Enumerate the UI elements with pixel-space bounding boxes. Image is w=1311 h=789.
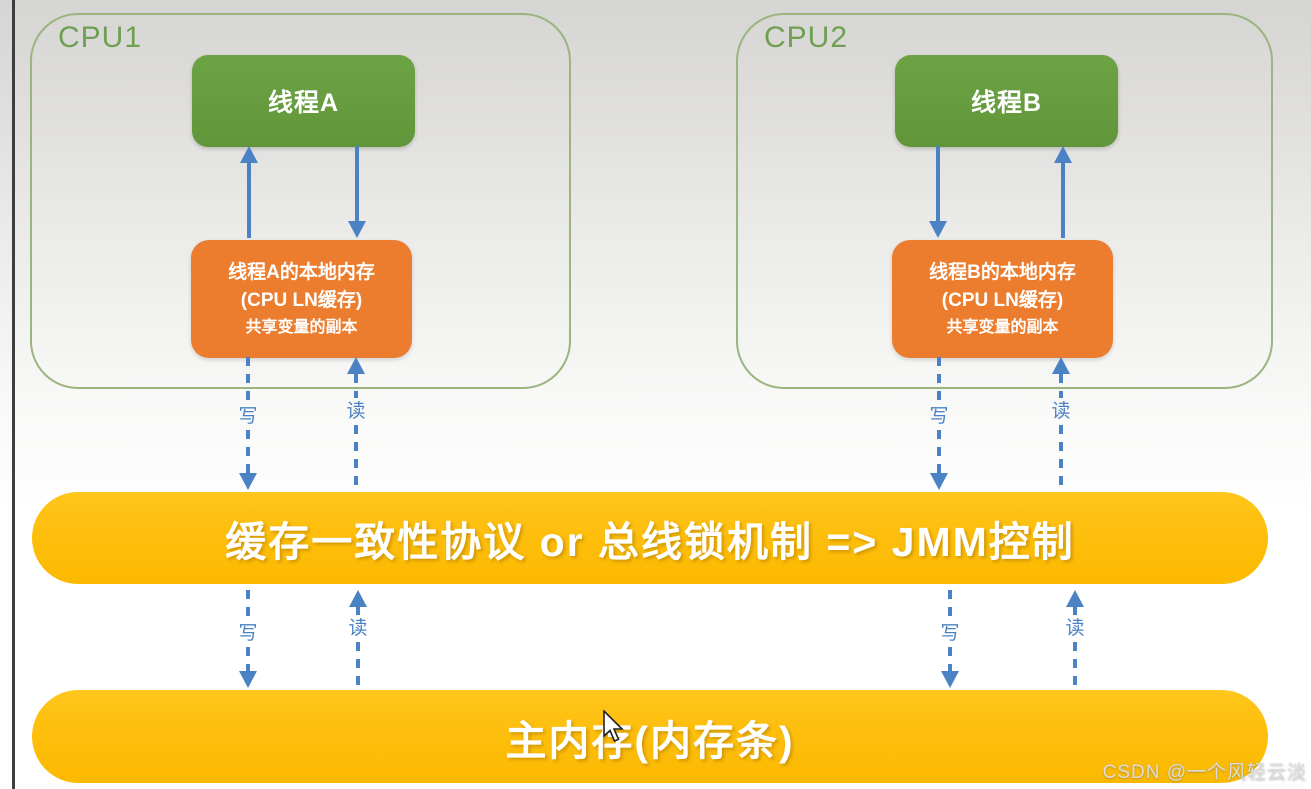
write-label: 写	[238, 406, 258, 427]
arrowhead-up-icon	[240, 146, 258, 163]
local-memory-b-line1: 线程B的本地内存	[929, 261, 1076, 283]
arrow-write-thread-b-to-localmem-b	[929, 146, 947, 238]
thread-a-label: 线程A	[267, 89, 340, 117]
arrowhead-up-icon	[1066, 590, 1084, 607]
arrowhead-up-icon	[1054, 146, 1072, 163]
arrow-read-localmem-b-to-thread-b	[1054, 146, 1072, 238]
dashed-arrow-write-bus-to-mainmem-right: 写	[940, 590, 960, 688]
mouse-cursor-icon	[603, 709, 627, 749]
local-memory-a-box: 线程A的本地内存 (CPU LN缓存) 共享变量的副本	[191, 240, 412, 358]
write-label: 写	[238, 623, 258, 644]
local-memory-a-line3: 共享变量的副本	[245, 318, 358, 336]
dashed-arrow-read-mainmem-to-bus-left: 读	[348, 590, 368, 688]
arrow-read-localmem-a-to-thread-a	[240, 146, 258, 238]
dashed-arrow-read-bus-to-localmem-b: 读	[1051, 357, 1071, 490]
arrow-write-thread-a-to-localmem-a	[348, 146, 366, 238]
local-memory-a-line1: 线程A的本地内存	[228, 261, 375, 283]
cpu1-label: CPU1	[58, 21, 143, 54]
main-memory-bar-label: 主内存(内存条)	[505, 717, 795, 764]
main-memory-bar: 主内存(内存条)	[32, 690, 1268, 783]
watermark: CSDN @一个风轻云淡	[1102, 762, 1307, 783]
write-label: 写	[929, 406, 949, 427]
left-border-line	[12, 0, 15, 789]
read-label: 读	[1051, 401, 1071, 422]
read-label: 读	[1065, 618, 1085, 639]
dashed-arrow-write-bus-to-mainmem-left: 写	[238, 590, 258, 688]
local-memory-b-box: 线程B的本地内存 (CPU LN缓存) 共享变量的副本	[892, 240, 1113, 358]
cpu2-panel: CPU2 线程B 线程B的本地内存 (CPU LN缓存) 共享变量的副本	[736, 13, 1273, 389]
arrowhead-up-icon	[1052, 357, 1070, 374]
dashed-arrow-read-bus-to-localmem-a: 读	[346, 357, 366, 490]
thread-b-box: 线程B	[895, 55, 1118, 147]
dashed-arrow-read-mainmem-to-bus-right: 读	[1065, 590, 1085, 688]
arrowhead-down-icon	[930, 473, 948, 490]
write-label: 写	[940, 623, 960, 644]
arrowhead-down-icon	[941, 671, 959, 688]
arrowhead-up-icon	[347, 357, 365, 374]
bus-protocol-bar: 缓存一致性协议 or 总线锁机制 => JMM控制	[32, 492, 1268, 584]
arrowhead-down-icon	[929, 221, 947, 238]
cpu1-panel: CPU1 线程A 线程A的本地内存 (CPU LN缓存) 共享变量的副本	[30, 13, 571, 389]
local-memory-b-line2: (CPU LN缓存)	[941, 290, 1064, 311]
cpu2-label: CPU2	[764, 21, 849, 54]
dashed-arrow-write-localmem-b-to-bus: 写	[929, 357, 949, 490]
arrowhead-down-icon	[239, 671, 257, 688]
read-label: 读	[348, 618, 368, 639]
local-memory-b-line3: 共享变量的副本	[946, 318, 1059, 336]
read-label: 读	[346, 401, 366, 422]
arrowhead-up-icon	[349, 590, 367, 607]
dashed-arrow-write-localmem-a-to-bus: 写	[238, 357, 258, 490]
local-memory-a-line2: (CPU LN缓存)	[240, 290, 363, 311]
arrowhead-down-icon	[239, 473, 257, 490]
arrowhead-down-icon	[348, 221, 366, 238]
thread-a-box: 线程A	[192, 55, 415, 147]
bus-protocol-bar-label: 缓存一致性协议 or 总线锁机制 => JMM控制	[225, 519, 1075, 565]
thread-b-label: 线程B	[970, 89, 1043, 117]
